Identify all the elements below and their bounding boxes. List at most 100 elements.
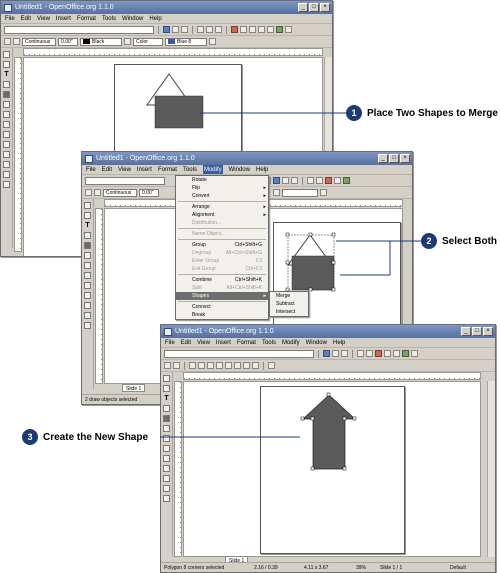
symmetric-transition-icon[interactable] [252, 362, 259, 369]
line-style-combo[interactable]: Continuous [22, 37, 56, 46]
mail-icon[interactable] [291, 177, 298, 184]
cut-icon[interactable] [231, 26, 238, 33]
pdf-icon[interactable] [307, 177, 314, 184]
point-handle[interactable] [310, 466, 315, 471]
spellcheck-icon[interactable] [215, 26, 222, 33]
navigator-icon[interactable] [343, 177, 350, 184]
save-icon[interactable] [172, 26, 179, 33]
3d-effects-icon[interactable] [84, 302, 91, 309]
gallery-icon[interactable] [285, 26, 292, 33]
menu-item-arrange[interactable]: Arrange▸ [192, 204, 266, 210]
slide-tab[interactable]: Slide 1 [122, 384, 146, 392]
menu-tools[interactable]: Tools [261, 340, 276, 346]
selection-handle[interactable] [308, 287, 313, 292]
menu-item-flip[interactable]: Flip▸ [192, 185, 266, 191]
line-icon[interactable] [85, 189, 92, 196]
menu-insert[interactable]: Insert [55, 16, 71, 22]
pdf-icon[interactable] [357, 350, 364, 357]
save-icon[interactable] [282, 177, 289, 184]
url-combo[interactable] [85, 176, 165, 185]
point-handle[interactable] [352, 416, 357, 421]
area-style-combo[interactable]: Color [133, 37, 163, 46]
menu-format[interactable]: Format [236, 340, 256, 346]
3d-objects-icon[interactable] [3, 101, 10, 108]
eliminate-points-icon[interactable] [268, 362, 275, 369]
maximize-button[interactable]: □ [309, 3, 319, 12]
copy-icon[interactable] [240, 26, 247, 33]
area-color-combo[interactable]: Blue 8 [165, 37, 207, 46]
close-bezier-icon[interactable] [216, 362, 223, 369]
gluepoints-icon[interactable] [3, 171, 10, 178]
point-handle[interactable] [326, 392, 331, 397]
status-zoom[interactable]: 39% [356, 565, 367, 571]
convert-curve-icon[interactable] [207, 362, 214, 369]
menu-item-intersect[interactable]: Intersect [276, 309, 296, 315]
menu-help[interactable]: Help [255, 167, 269, 173]
minimize-button[interactable]: _ [378, 154, 388, 163]
menu-file[interactable]: File [165, 340, 175, 346]
menu-tools[interactable]: Tools [101, 16, 116, 22]
pdf-icon[interactable] [197, 26, 204, 33]
zoom-icon[interactable] [3, 61, 10, 68]
close-button[interactable]: × [483, 327, 493, 336]
text-icon[interactable]: T [164, 395, 169, 402]
menu-insert[interactable]: Insert [136, 167, 152, 173]
line-width-combo[interactable]: 0.00" [139, 188, 159, 197]
points-icon[interactable] [164, 362, 171, 369]
menu-item-alignment[interactable]: Alignment▸ [192, 212, 266, 218]
paste-icon[interactable] [249, 26, 256, 33]
menu-window[interactable]: Window [228, 167, 250, 173]
effects-icon[interactable] [84, 292, 91, 299]
merged-shape[interactable] [261, 387, 406, 487]
menu-edit[interactable]: Edit [101, 167, 113, 173]
ellipse-icon[interactable] [3, 91, 10, 98]
text-icon[interactable]: T [85, 222, 90, 229]
paste-icon[interactable] [393, 350, 400, 357]
minimize-button[interactable]: _ [298, 3, 308, 12]
selection-handle[interactable] [331, 287, 336, 292]
selection-handle[interactable] [308, 232, 313, 237]
lines-arrows-icon[interactable] [3, 121, 10, 128]
move-points-icon[interactable] [173, 362, 180, 369]
copy-icon[interactable] [334, 177, 341, 184]
print-icon[interactable] [316, 177, 323, 184]
redo-icon[interactable] [267, 26, 274, 33]
point-handle[interactable] [342, 416, 347, 421]
arrow-style-icon[interactable] [13, 38, 20, 45]
minimize-button[interactable]: _ [461, 327, 471, 336]
point-handle[interactable] [342, 466, 347, 471]
lines-arrows-icon[interactable] [84, 272, 91, 279]
url-combo[interactable] [4, 25, 154, 34]
lines-arrows-icon[interactable] [163, 445, 170, 452]
ellipse-icon[interactable] [163, 415, 170, 422]
copy-icon[interactable] [384, 350, 391, 357]
menu-modify[interactable]: Modify [281, 340, 300, 346]
menu-file[interactable]: File [86, 167, 96, 173]
gluepoints-icon[interactable] [163, 495, 170, 502]
menu-item-merge[interactable]: Merge [276, 293, 291, 299]
menu-edit[interactable]: Edit [20, 16, 32, 22]
line-style-combo[interactable]: Continuous [103, 188, 137, 197]
gluepoints-icon[interactable] [84, 322, 91, 329]
mail-icon[interactable] [341, 350, 348, 357]
menu-view[interactable]: View [197, 340, 210, 346]
3d-effects-icon[interactable] [163, 475, 170, 482]
shadow-icon[interactable] [209, 38, 216, 45]
menu-insert[interactable]: Insert [215, 340, 231, 346]
navigator-icon[interactable] [276, 26, 283, 33]
maximize-button[interactable]: □ [389, 154, 399, 163]
menu-item-convert[interactable]: Convert▸ [192, 193, 266, 199]
vertical-scrollbar[interactable] [487, 381, 495, 557]
menu-item-break[interactable]: Break [192, 312, 206, 318]
rectangle-icon[interactable] [163, 405, 170, 412]
text-icon[interactable]: T [4, 71, 9, 78]
save-icon[interactable] [332, 350, 339, 357]
arrow-style-icon[interactable] [94, 189, 101, 196]
menu-item-subtract[interactable]: Subtract [276, 301, 295, 307]
menu-file[interactable]: File [5, 16, 15, 22]
corner-point-icon[interactable] [234, 362, 241, 369]
point-handle[interactable] [300, 416, 305, 421]
line-width-combo[interactable]: 0.00" [58, 37, 78, 46]
